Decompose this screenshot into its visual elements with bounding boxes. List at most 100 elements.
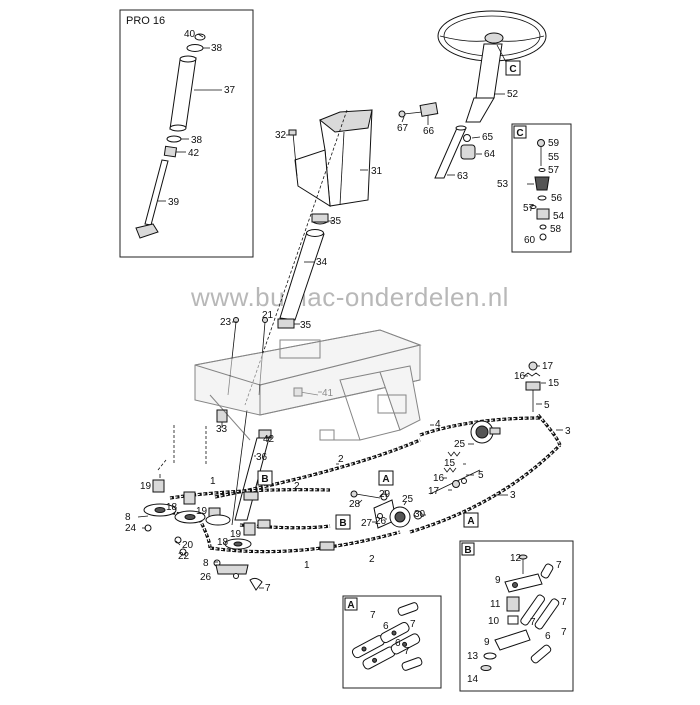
label-27: 27 [361, 518, 373, 529]
label-13: 13 [467, 651, 479, 662]
washer-part [186, 44, 204, 52]
label-38: 38 [191, 135, 203, 146]
inset-c: C 59 55 57 53 56 57 54 58 60 [497, 123, 572, 253]
label-7: 7 [410, 619, 416, 630]
callout-a [378, 470, 394, 486]
label-4: 4 [435, 419, 441, 430]
label-54: 54 [553, 211, 565, 222]
label-3: 3 [510, 490, 516, 501]
label-29: 29 [379, 489, 391, 500]
inset-b: B 12 7 9 11 7 10 7 9 6 7 13 14 [459, 540, 574, 692]
label-55: 55 [548, 152, 560, 163]
label-10: 10 [488, 616, 500, 627]
left-lower-assembly: B B 1 2 19 8 18 24 19 20 22 18 19 8 26 7… [125, 470, 401, 594]
label-35: 35 [330, 216, 342, 227]
washer-part [166, 135, 182, 143]
label-2: 2 [338, 454, 344, 465]
label-39: 39 [168, 197, 180, 208]
inset-pro16-frame [119, 9, 254, 258]
label-7: 7 [265, 583, 271, 594]
label-60: 60 [524, 235, 536, 246]
label-12: 12 [510, 553, 522, 564]
ring-part [194, 33, 206, 41]
label-24: 24 [125, 523, 137, 534]
label-17: 17 [428, 486, 440, 497]
bush-part [460, 144, 476, 160]
label-14: 14 [467, 674, 479, 685]
label-26: 26 [375, 516, 387, 527]
callout-c-label: C [509, 64, 516, 75]
label-9: 9 [484, 637, 490, 648]
label-33: 33 [216, 424, 228, 435]
callout-b-label: B [261, 474, 268, 485]
label-7: 7 [370, 610, 376, 621]
label-19: 19 [140, 481, 152, 492]
inset-c-tag-label: C [516, 128, 523, 139]
label-11: 11 [490, 599, 501, 610]
label-9: 9 [495, 575, 501, 586]
label-6: 6 [545, 631, 551, 642]
inset-a-frame [342, 595, 442, 689]
label-19: 19 [196, 506, 208, 517]
label-18: 18 [217, 537, 229, 548]
label-52: 52 [507, 89, 519, 100]
right-linkage: A A 17 16 15 5 3 4 25 15 16 5 17 3 2 [214, 361, 571, 534]
bracket-part [536, 208, 550, 220]
label-32: 32 [275, 130, 287, 141]
tube-part [169, 57, 197, 130]
label-18: 18 [166, 502, 178, 513]
label-17: 17 [542, 361, 554, 372]
inset-pro16-title: PRO 16 [126, 15, 165, 27]
tube-bottom [169, 124, 187, 132]
knob-part [534, 176, 550, 191]
label-42: 42 [263, 434, 275, 445]
label-25: 25 [454, 439, 466, 450]
label-36: 36 [256, 452, 268, 463]
label-7: 7 [561, 627, 567, 638]
label-65: 65 [482, 132, 494, 143]
label-30: 30 [414, 509, 426, 520]
label-8: 8 [125, 512, 131, 523]
label-7: 7 [561, 597, 567, 608]
callout-c [505, 60, 521, 76]
callout-b [257, 470, 273, 486]
label-16: 16 [433, 473, 445, 484]
label-38: 38 [211, 43, 223, 54]
label-63: 63 [457, 171, 469, 182]
label-42: 42 [188, 148, 200, 159]
label-2: 2 [369, 554, 375, 565]
label-35: 35 [300, 320, 312, 331]
label-6: 6 [395, 638, 401, 649]
label-58: 58 [550, 224, 562, 235]
mower-frame [194, 329, 422, 441]
label-15: 15 [548, 378, 560, 389]
label-2: 2 [294, 481, 300, 492]
wheel-hub [484, 32, 504, 44]
label-57: 57 [548, 165, 560, 176]
label-1: 1 [210, 476, 216, 487]
label-40: 40 [184, 29, 196, 40]
label-31: 31 [371, 166, 383, 177]
tube-top [179, 55, 197, 63]
label-26: 26 [200, 572, 212, 583]
callout-b-label: B [339, 518, 346, 529]
inset-a: A 7 6 7 6 7 [342, 595, 442, 689]
label-66: 66 [423, 126, 435, 137]
center-parts: 28 29 25 27 26 30 [349, 489, 426, 529]
inset-b-tag [461, 542, 475, 556]
clamp-part [419, 102, 439, 117]
label-15: 15 [444, 458, 456, 469]
label-6: 6 [383, 621, 389, 632]
label-53: 53 [497, 179, 509, 190]
label-5: 5 [544, 400, 550, 411]
inset-c-frame [511, 123, 572, 253]
label-22: 22 [178, 551, 190, 562]
label-56: 56 [551, 193, 563, 204]
label-20: 20 [182, 540, 194, 551]
label-23: 23 [220, 317, 232, 328]
shaft-part [144, 159, 169, 226]
label-64: 64 [484, 149, 496, 160]
watermark: www.bumac-onderdelen.nl [190, 282, 509, 312]
